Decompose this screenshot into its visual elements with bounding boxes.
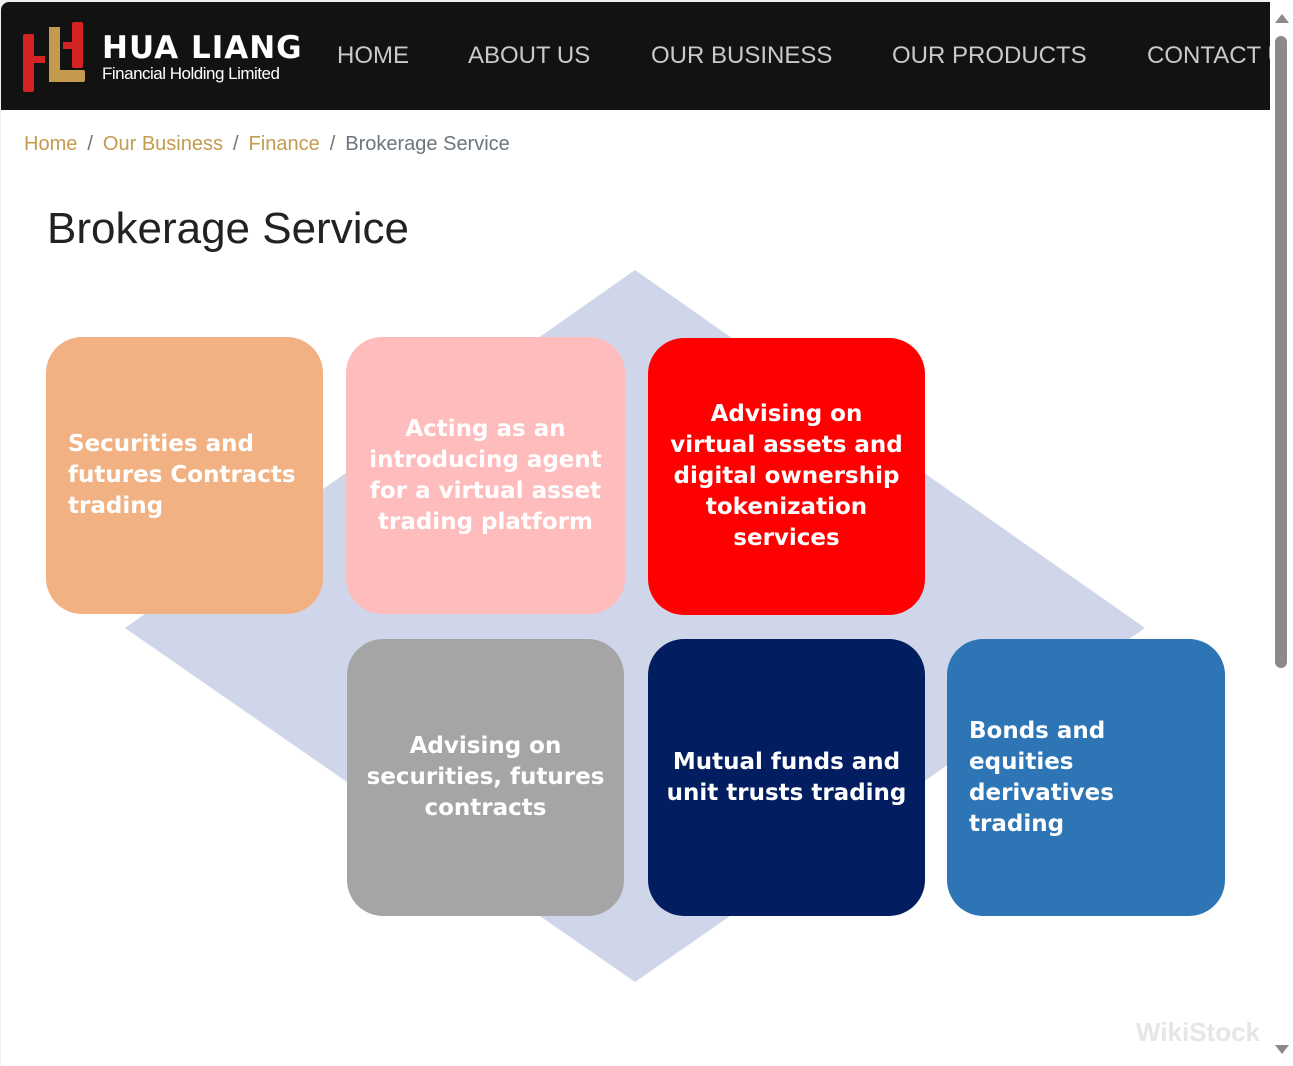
nav-our-business[interactable]: OUR BUSINESS bbox=[651, 42, 833, 69]
breadcrumb-our-business[interactable]: Our Business bbox=[102, 133, 223, 155]
vertical-scrollbar[interactable] bbox=[1270, 0, 1293, 1066]
service-advising-virtual-assets: Advising on virtual assets and digital o… bbox=[648, 338, 925, 615]
brand-name: HUA LIANG bbox=[102, 30, 303, 66]
service-bonds-equities: Bonds and equities derivatives trading bbox=[947, 639, 1225, 916]
service-mutual-funds: Mutual funds and unit trusts trading bbox=[648, 639, 925, 916]
service-securities-futures-trading: Securities and futures Contracts trading bbox=[46, 337, 323, 614]
breadcrumb-home[interactable]: Home bbox=[24, 133, 78, 155]
service-advising-securities: Advising on securities, futures contract… bbox=[347, 639, 624, 916]
top-navbar: HUA LIANG Financial Holding Limited HOME… bbox=[1, 2, 1270, 110]
scroll-up-arrow-icon[interactable] bbox=[1275, 14, 1289, 23]
brand-subtitle: Financial Holding Limited bbox=[102, 64, 280, 83]
breadcrumb-separator: / bbox=[329, 133, 336, 155]
scroll-down-arrow-icon[interactable] bbox=[1275, 1045, 1289, 1054]
breadcrumb-separator: / bbox=[87, 133, 93, 155]
breadcrumb-current: Brokerage Service bbox=[345, 133, 510, 155]
hua-liang-logo[interactable] bbox=[23, 20, 85, 92]
service-introducing-agent: Acting as an introducing agent for a vir… bbox=[346, 337, 625, 614]
breadcrumb-finance[interactable]: Finance bbox=[248, 133, 320, 155]
breadcrumb-separator: / bbox=[232, 133, 239, 155]
nav-about-us[interactable]: ABOUT US bbox=[468, 42, 591, 69]
watermark: WikiStock bbox=[1135, 1017, 1260, 1047]
breadcrumb: Home / Our Business / Finance / Brokerage Serv… bbox=[24, 133, 510, 156]
nav-contact-us[interactable]: CONTACT US bbox=[1147, 42, 1270, 69]
scrollbar-thumb[interactable] bbox=[1275, 36, 1287, 668]
nav-home[interactable]: HOME bbox=[337, 42, 409, 69]
browser-page: HUA LIANG Financial Holding Limited HOME… bbox=[1, 2, 1270, 1066]
page-title: Brokerage Service bbox=[47, 204, 409, 253]
nav-our-products[interactable]: OUR PRODUCTS bbox=[892, 42, 1087, 69]
